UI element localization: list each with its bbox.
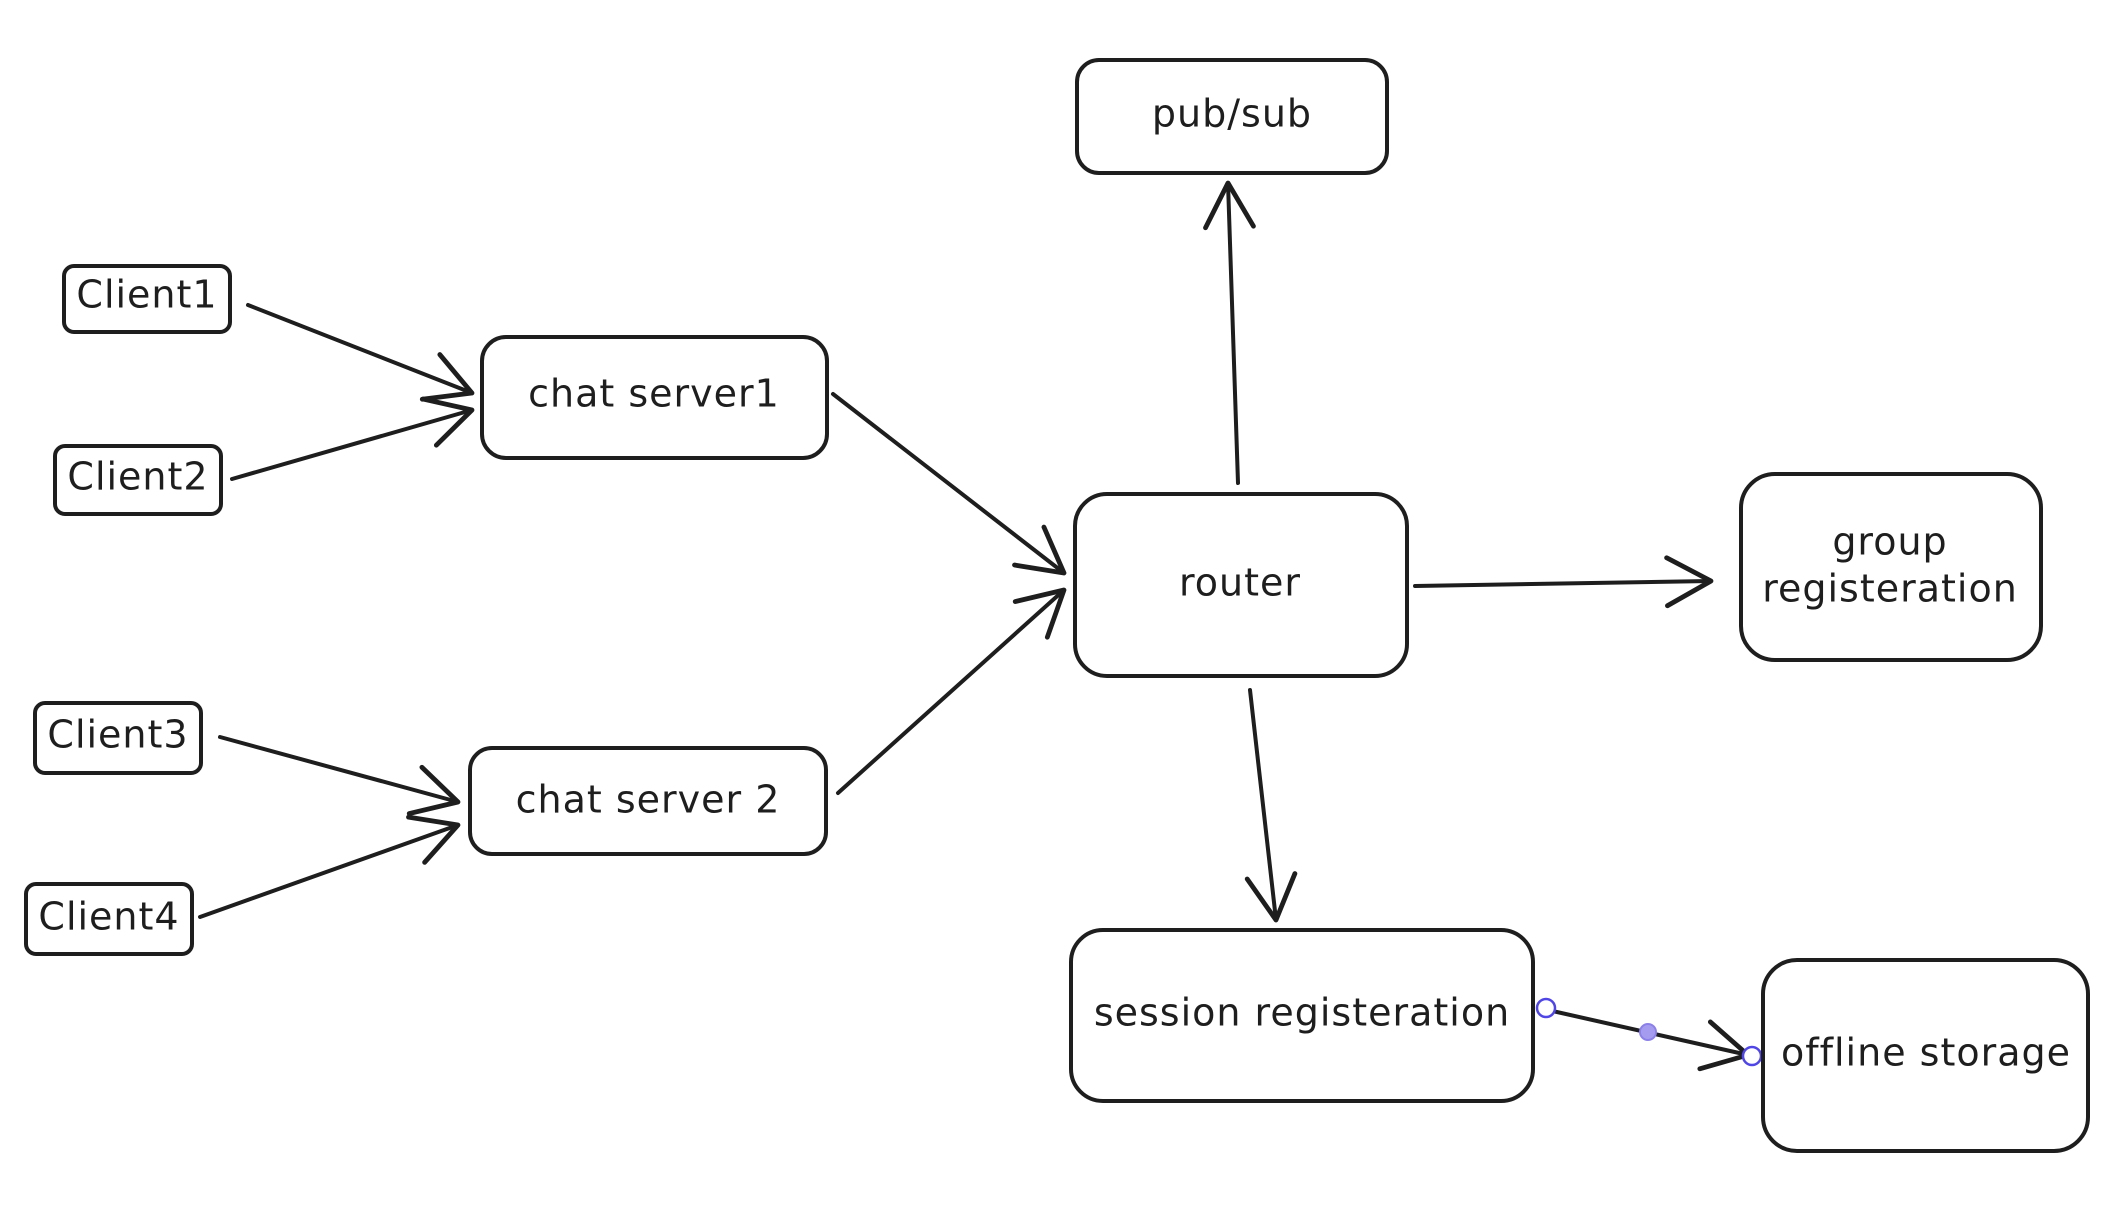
node-group-registeration-label-line2: registeration — [1762, 567, 2018, 611]
edge-chat-server2-to-router[interactable] — [836, 587, 1067, 795]
edge-client1-to-chat-server1[interactable] — [246, 303, 475, 402]
node-offline-storage-label: offline storage — [1781, 1031, 2071, 1075]
node-client4[interactable]: Client4 — [24, 882, 194, 956]
node-group-registeration[interactable]: group registeration — [1739, 472, 2043, 662]
node-chat-server1-label: chat server1 — [528, 372, 780, 416]
node-pubsub-label: pub/sub — [1152, 92, 1312, 136]
edge-midpoint-handle[interactable] — [1639, 1023, 1657, 1041]
node-chat-server1[interactable]: chat server1 — [480, 335, 829, 460]
node-pubsub[interactable]: pub/sub — [1075, 58, 1389, 175]
node-client2[interactable]: Client2 — [53, 444, 223, 516]
node-session-registeration[interactable]: session registeration — [1069, 928, 1535, 1103]
node-session-registeration-label: session registeration — [1094, 991, 1510, 1035]
edge-client2-to-chat-server1[interactable] — [230, 396, 475, 481]
node-group-registeration-label-line1: group — [1832, 520, 1947, 564]
edge-client4-to-chat-server2[interactable] — [198, 814, 461, 919]
node-client1-label: Client1 — [76, 273, 217, 317]
node-router[interactable]: router — [1073, 492, 1409, 678]
edge-router-to-session-registeration[interactable] — [1244, 688, 1298, 923]
edge-router-to-pubsub[interactable] — [1203, 180, 1256, 485]
edge-router-to-group-registeration[interactable] — [1413, 555, 1714, 609]
node-chat-server2[interactable]: chat server 2 — [468, 746, 828, 856]
edge-start-handle[interactable] — [1535, 997, 1557, 1019]
node-offline-storage[interactable]: offline storage — [1761, 958, 2090, 1153]
node-chat-server2-label: chat server 2 — [516, 778, 781, 822]
edges — [198, 180, 1763, 1072]
node-router-label: router — [1179, 561, 1301, 605]
node-client1[interactable]: Client1 — [62, 264, 232, 334]
edge-client3-to-chat-server2[interactable] — [218, 735, 461, 816]
node-client2-label: Client2 — [67, 455, 208, 499]
edge-end-handle[interactable] — [1741, 1045, 1763, 1067]
node-client3[interactable]: Client3 — [33, 701, 203, 775]
node-client3-label: Client3 — [47, 713, 188, 757]
edge-chat-server1-to-router[interactable] — [831, 392, 1067, 576]
node-client4-label: Client4 — [38, 895, 179, 939]
